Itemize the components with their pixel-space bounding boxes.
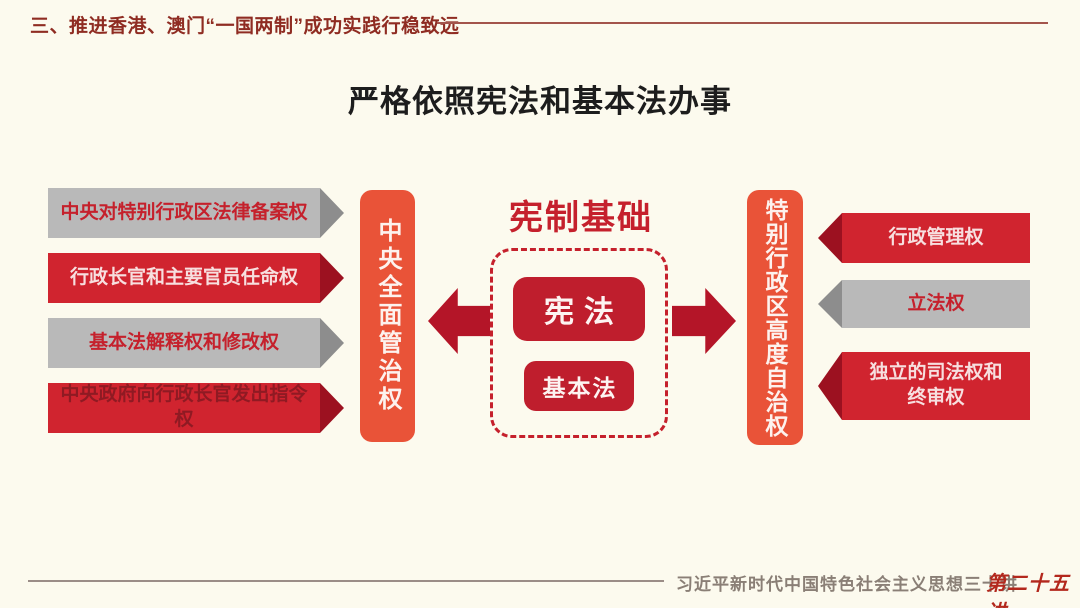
arrow-tip-icon <box>320 383 344 433</box>
section-header: 三、推进香港、澳门“一国两制”成功实践行稳致远 <box>30 16 460 37</box>
footer-divider-line <box>28 580 664 582</box>
footer-lecture-number: 第二十五讲 <box>986 571 1070 608</box>
right-item-label: 立法权 <box>842 280 1030 328</box>
arrow-tip-icon <box>818 280 842 328</box>
left-item-label: 行政长官和主要官员任命权 <box>48 253 320 303</box>
right-arrow-icon <box>672 288 736 354</box>
constitution-box: 宪法 <box>513 277 645 341</box>
right-item-label: 行政管理权 <box>842 213 1030 263</box>
arrow-tip-icon <box>320 318 344 368</box>
left-item-directive-power: 中央政府向行政长官发出指令权 <box>48 383 344 433</box>
constitutional-basis-box: 宪法 基本法 <box>490 248 668 438</box>
page-title: 严格依照宪法和基本法办事 <box>348 84 732 119</box>
left-item-appointment-power: 行政长官和主要官员任命权 <box>48 253 344 303</box>
left-item-record-power: 中央对特别行政区法律备案权 <box>48 188 344 238</box>
left-item-label: 基本法解释权和修改权 <box>48 318 320 368</box>
constitutional-basis-heading: 宪制基础 <box>509 199 653 237</box>
right-item-legislative-power: 立法权 <box>818 280 1030 328</box>
left-arrow-icon <box>428 288 490 354</box>
high-autonomy-bar: 特别行政区高度自治权 <box>747 190 803 445</box>
arrow-tip-icon <box>320 253 344 303</box>
central-governance-bar: 中央全面管治权 <box>360 190 415 442</box>
left-item-label: 中央政府向行政长官发出指令权 <box>48 383 320 433</box>
arrow-tip-icon <box>320 188 344 238</box>
right-item-label: 独立的司法权和终审权 <box>842 352 1030 420</box>
arrow-tip-icon <box>818 213 842 263</box>
arrow-tip-icon <box>818 352 842 420</box>
right-item-executive-power: 行政管理权 <box>818 213 1030 263</box>
basic-law-box: 基本法 <box>524 361 634 411</box>
footer-series-title: 习近平新时代中国特色社会主义思想三十讲 <box>676 575 1018 594</box>
left-item-label: 中央对特别行政区法律备案权 <box>48 188 320 238</box>
right-item-judicial-power: 独立的司法权和终审权 <box>818 352 1030 420</box>
left-item-interpretation-power: 基本法解释权和修改权 <box>48 318 344 368</box>
header-divider-line <box>437 22 1048 24</box>
